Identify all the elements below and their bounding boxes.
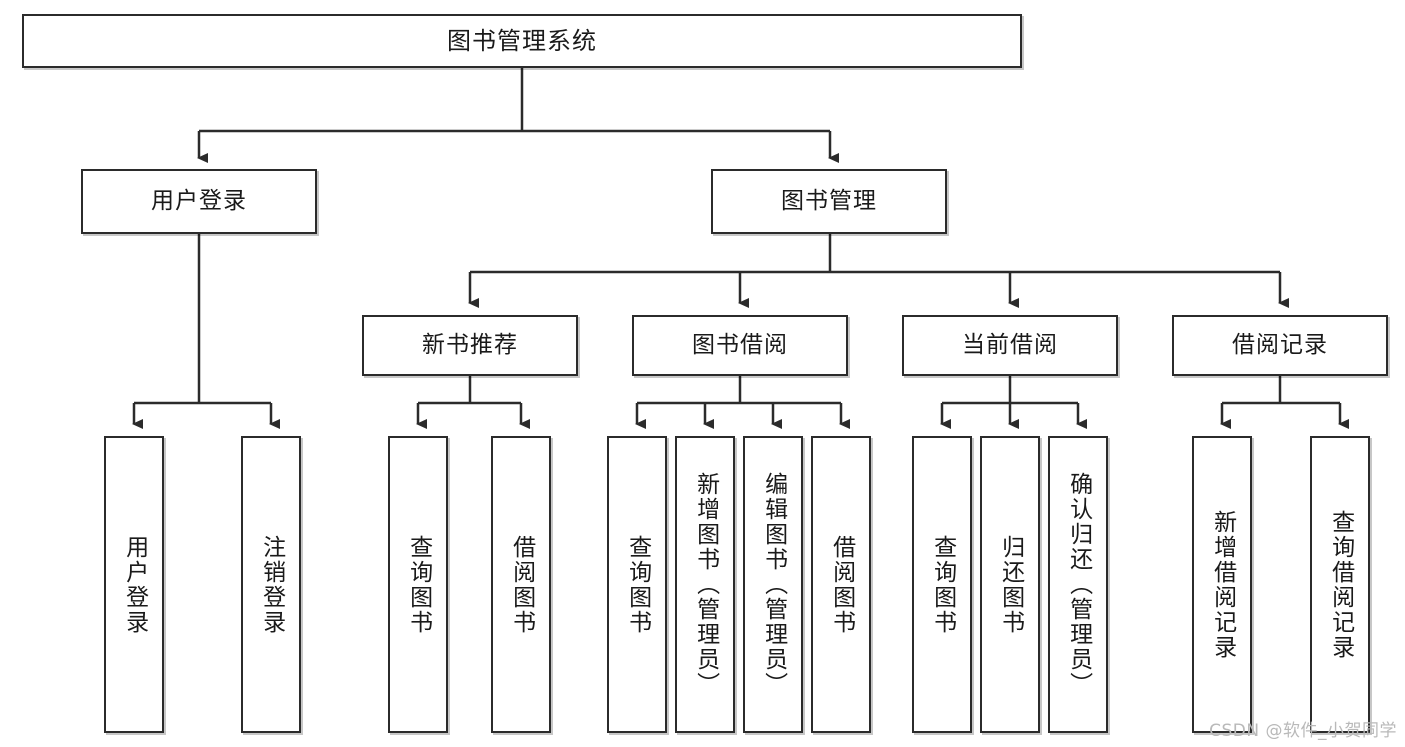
node-label: 图书借阅 — [692, 331, 788, 358]
leaf-label: 借阅图书 — [828, 534, 855, 635]
node-borrow-record[interactable]: 借阅记录 — [1172, 315, 1388, 376]
leaf-label: 查询借阅记录 — [1327, 509, 1354, 660]
leaf-current-return-book[interactable]: 归还图书 — [980, 436, 1040, 733]
leaf-record-query-borrow-record[interactable]: 查询借阅记录 — [1310, 436, 1370, 733]
leaf-label: 新增图书（管理员） — [692, 472, 719, 697]
leaf-recommend-query-book[interactable]: 查询图书 — [388, 436, 448, 733]
leaf-borrow-edit-book-admin[interactable]: 编辑图书（管理员） — [743, 436, 803, 733]
leaf-borrow-borrow-book[interactable]: 借阅图书 — [811, 436, 871, 733]
leaf-borrow-add-book-admin[interactable]: 新增图书（管理员） — [675, 436, 735, 733]
node-label: 借阅记录 — [1232, 331, 1328, 358]
leaf-label: 查询图书 — [929, 534, 956, 635]
node-label: 图书管理 — [781, 187, 877, 214]
leaf-record-add-borrow-record[interactable]: 新增借阅记录 — [1192, 436, 1252, 733]
node-label: 当前借阅 — [962, 331, 1058, 358]
node-label: 新书推荐 — [422, 331, 518, 358]
node-label: 用户登录 — [151, 187, 247, 214]
leaf-label: 编辑图书（管理员） — [760, 472, 787, 697]
node-label: 图书管理系统 — [447, 26, 597, 55]
leaf-user-login[interactable]: 用户登录 — [104, 436, 164, 733]
leaf-label: 注销登录 — [258, 534, 285, 635]
leaf-label: 查询图书 — [624, 534, 651, 635]
leaf-label: 借阅图书 — [508, 534, 535, 635]
leaf-borrow-query-book[interactable]: 查询图书 — [607, 436, 667, 733]
leaf-current-confirm-return-admin[interactable]: 确认归还（管理员） — [1048, 436, 1108, 733]
node-book-management[interactable]: 图书管理 — [711, 169, 947, 234]
leaf-label: 用户登录 — [121, 534, 148, 635]
node-root-book-management-system[interactable]: 图书管理系统 — [22, 14, 1022, 68]
leaf-label: 新增借阅记录 — [1209, 509, 1236, 660]
watermark: CSDN @软件_小贺同学 — [1209, 721, 1397, 741]
node-new-book-recommend[interactable]: 新书推荐 — [362, 315, 578, 376]
leaf-label: 查询图书 — [405, 534, 432, 635]
leaf-current-query-book[interactable]: 查询图书 — [912, 436, 972, 733]
node-current-borrow[interactable]: 当前借阅 — [902, 315, 1118, 376]
node-book-borrow[interactable]: 图书借阅 — [632, 315, 848, 376]
leaf-label: 归还图书 — [997, 534, 1024, 635]
leaf-logout[interactable]: 注销登录 — [241, 436, 301, 733]
node-user-login[interactable]: 用户登录 — [81, 169, 317, 234]
leaf-label: 确认归还（管理员） — [1065, 472, 1092, 697]
leaf-recommend-borrow-book[interactable]: 借阅图书 — [491, 436, 551, 733]
